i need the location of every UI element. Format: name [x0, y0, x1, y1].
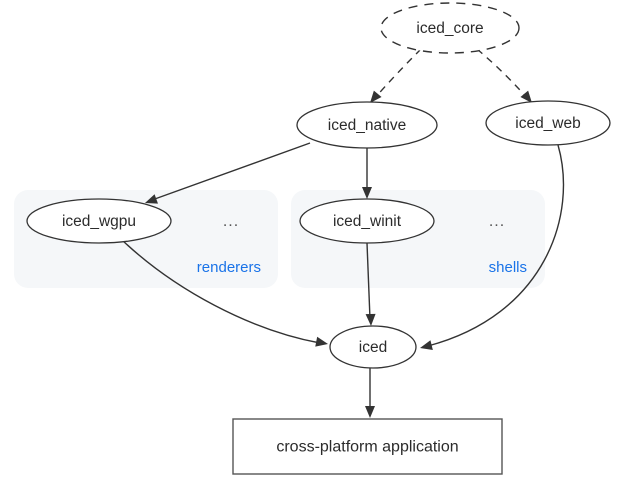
edge-iced-to-application-arrowhead: [365, 406, 375, 418]
node-iced-core-shape[interactable]: [380, 2, 520, 54]
node-iced-wgpu-shape[interactable]: [26, 198, 172, 244]
node-iced-wgpu-label: iced_wgpu: [62, 213, 136, 230]
edge-core-to-native: [370, 48, 422, 103]
node-iced-native-label: iced_native: [328, 117, 406, 134]
edge-web-to-iced-line: [427, 144, 565, 347]
node-iced-winit-shape[interactable]: [299, 198, 435, 244]
shells-ellipsis-label: ...: [489, 213, 505, 230]
node-iced-native-shape[interactable]: [296, 101, 438, 149]
edge-web-to-iced: [420, 144, 565, 350]
edge-winit-to-iced: [365, 242, 376, 326]
node-iced-winit-label: iced_winit: [333, 213, 402, 230]
edge-core-to-web-line: [476, 48, 529, 100]
edge-wgpu-to-iced-line: [121, 239, 321, 344]
renderers-ellipsis-label: ...: [223, 213, 239, 230]
edge-wgpu-to-iced: [121, 239, 328, 347]
group-labels: ... ... renderers shells: [197, 213, 527, 276]
edge-native-to-winit: [362, 148, 372, 199]
node-cross-platform-application[interactable]: cross-platform application: [232, 418, 503, 475]
node-iced-shape[interactable]: [329, 325, 417, 369]
edge-iced-to-application: [365, 368, 375, 418]
edge-native-to-wgpu-line: [151, 142, 311, 201]
node-iced-web-shape[interactable]: [485, 100, 611, 146]
node-iced-web[interactable]: iced_web: [485, 100, 611, 146]
node-iced-web-label: iced_web: [515, 115, 581, 132]
edge-core-to-web: [476, 48, 532, 103]
node-iced-native[interactable]: iced_native: [296, 101, 438, 149]
node-iced-winit[interactable]: iced_winit: [299, 198, 435, 244]
edge-native-to-winit-arrowhead: [362, 187, 372, 199]
node-iced-wgpu[interactable]: iced_wgpu: [26, 198, 172, 244]
node-iced-label: iced: [359, 339, 387, 356]
edge-wgpu-to-iced-arrowhead: [315, 336, 328, 347]
node-application-shape[interactable]: [232, 418, 503, 475]
node-iced[interactable]: iced: [329, 325, 417, 369]
edge-core-to-web-arrowhead: [520, 90, 532, 103]
edge-native-to-wgpu-arrowhead: [145, 194, 158, 204]
group-renderers-label: renderers: [197, 259, 261, 276]
edges: [121, 48, 565, 418]
edge-winit-to-iced-line: [366, 242, 371, 320]
nodes: iced_core iced_native iced_web iced_wgpu…: [26, 2, 611, 475]
node-iced-core[interactable]: iced_core: [380, 2, 520, 54]
edge-core-to-native-arrowhead: [370, 90, 382, 103]
edge-core-to-native-line: [373, 48, 422, 100]
node-iced-core-label: iced_core: [416, 20, 483, 37]
edge-winit-to-iced-arrowhead: [365, 313, 376, 326]
edge-web-to-iced-arrowhead: [420, 340, 433, 350]
node-application-label: cross-platform application: [276, 439, 458, 456]
group-shells-label: shells: [489, 259, 527, 276]
edge-native-to-wgpu: [145, 142, 311, 204]
